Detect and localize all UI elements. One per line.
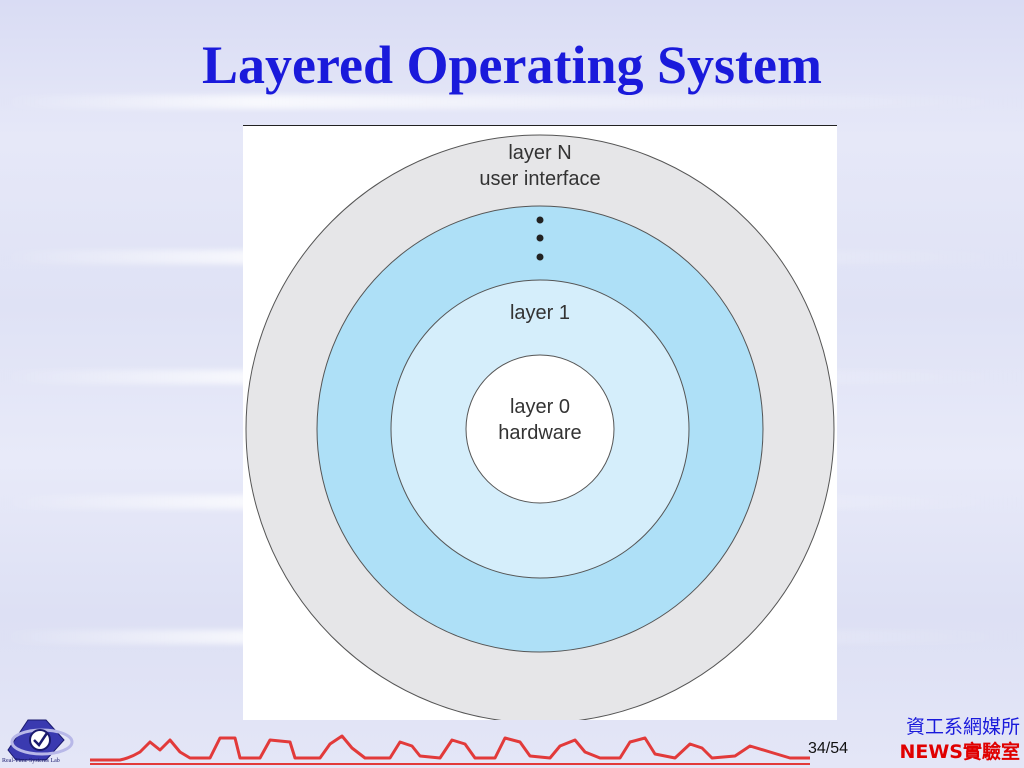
page-number: 34/54: [808, 740, 848, 758]
lab-name: NEWS實驗室: [899, 741, 1020, 763]
real-time-systems-lab-logo-icon: [7, 719, 74, 761]
department-name: 資工系網媒所: [905, 716, 1020, 738]
decorative-skyline-icon: [90, 734, 810, 765]
layer-1-label: layer 1: [510, 302, 570, 324]
layer-n-label: layer N: [508, 142, 571, 164]
page-total: /54: [825, 740, 849, 757]
background-streak: [0, 95, 1024, 109]
ellipsis-dot: [536, 253, 544, 261]
layer-0-label: layer 0: [510, 396, 570, 418]
logo-caption: Real-Time Systems Lab: [2, 758, 60, 764]
layer-n-sublabel: user interface: [479, 168, 600, 190]
page-current: 34: [808, 740, 826, 757]
slide-title: Layered Operating System: [202, 35, 822, 95]
layer-0-core: [465, 354, 615, 504]
layer-rings-svg: layer N user interface layer 1 layer 0 h…: [245, 134, 835, 720]
ellipsis-dot: [536, 234, 544, 242]
layer-0-sublabel: hardware: [498, 422, 581, 444]
ellipsis-dot: [536, 216, 544, 224]
layered-os-diagram: layer N user interface layer 1 layer 0 h…: [243, 125, 837, 720]
